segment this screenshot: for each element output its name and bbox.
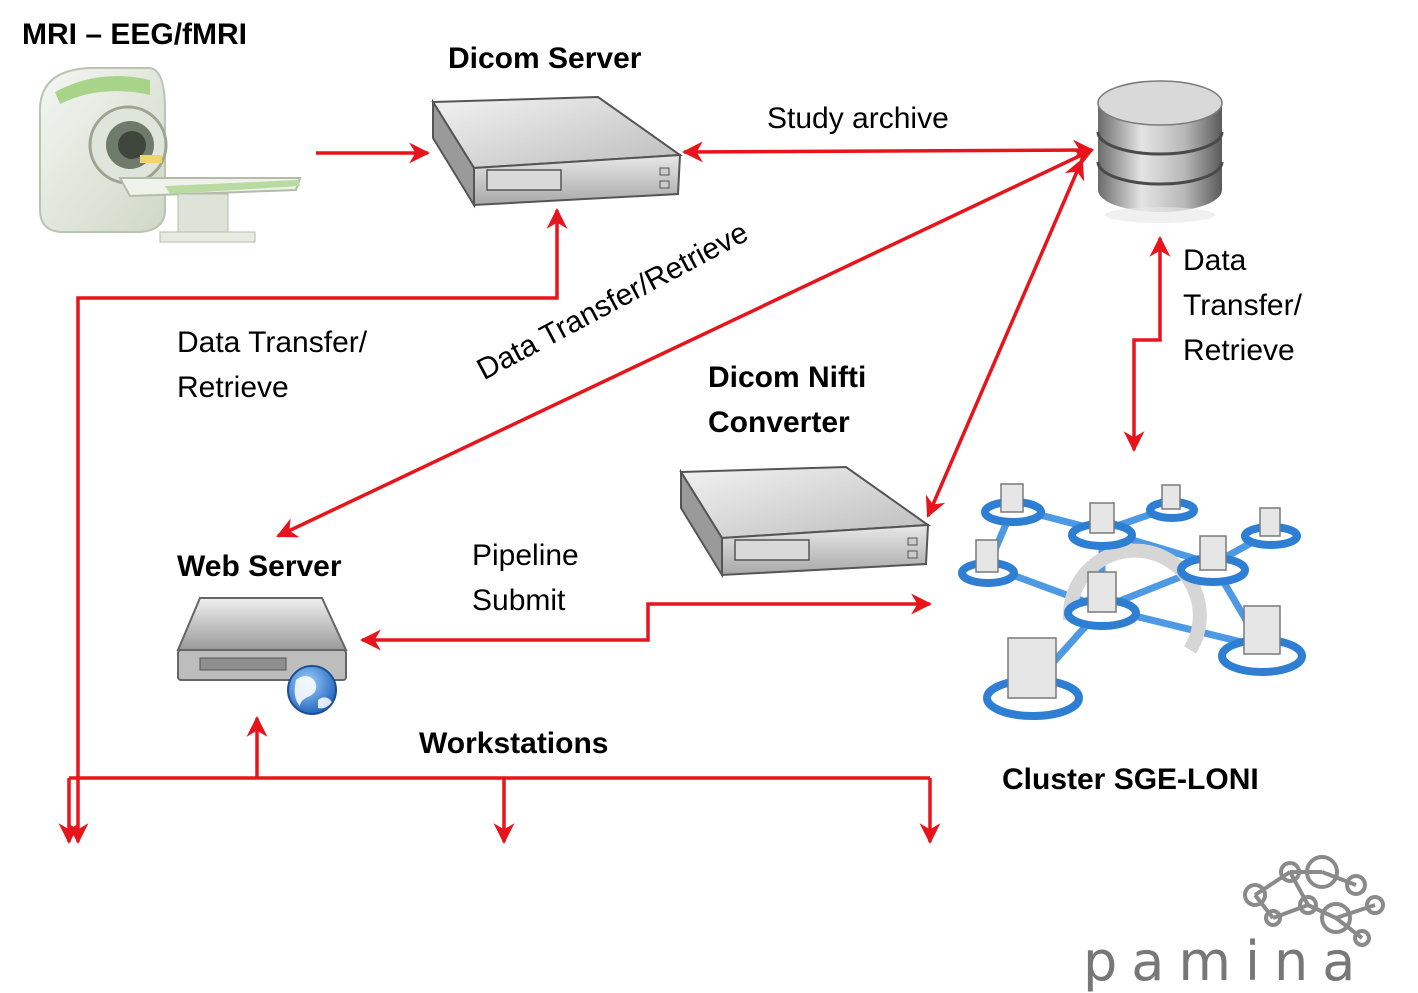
- cluster-label: Cluster SGE-LONI: [1002, 763, 1259, 796]
- pamina-logo-text: pamina: [1083, 930, 1370, 993]
- arrow-db-converter: [925, 158, 1085, 518]
- pamina-logo: [1243, 855, 1385, 947]
- connectors: [58, 139, 1171, 845]
- globe-icon: [287, 665, 337, 715]
- transfer-left-label-1: Data Transfer/: [177, 326, 368, 359]
- web-server-icon: [176, 597, 348, 715]
- arrow-db-cluster: [1123, 235, 1171, 453]
- arrow-pipeline: [359, 593, 933, 651]
- cluster-network-icon: [958, 483, 1306, 720]
- arrow-study-archive: [681, 139, 1095, 163]
- web-server-label: Web Server: [177, 550, 342, 583]
- workstations-label: Workstations: [419, 727, 609, 760]
- dicom-server-label: Dicom Server: [448, 42, 642, 75]
- transfer-right-label-3: Retrieve: [1183, 334, 1295, 367]
- converter-label-1: Dicom Nifti: [708, 361, 867, 394]
- database-icon: [1096, 80, 1224, 223]
- converter-label-2: Converter: [708, 406, 850, 439]
- pipeline-label-1: Pipeline: [472, 539, 579, 572]
- study-archive-label: Study archive: [767, 102, 949, 135]
- pipeline-label-2: Submit: [472, 584, 566, 617]
- mri-label: MRI – EEG/fMRI: [22, 18, 248, 51]
- dicom-server-icon: [431, 95, 683, 209]
- converter-server-icon: [679, 465, 931, 579]
- mri-scanner-icon: [8, 60, 316, 260]
- transfer-right-label-1: Data: [1183, 244, 1247, 277]
- transfer-right-label-2: Transfer/: [1183, 289, 1302, 322]
- transfer-left-label-2: Retrieve: [177, 371, 289, 404]
- arrow-dicom-left-bus: [67, 207, 568, 845]
